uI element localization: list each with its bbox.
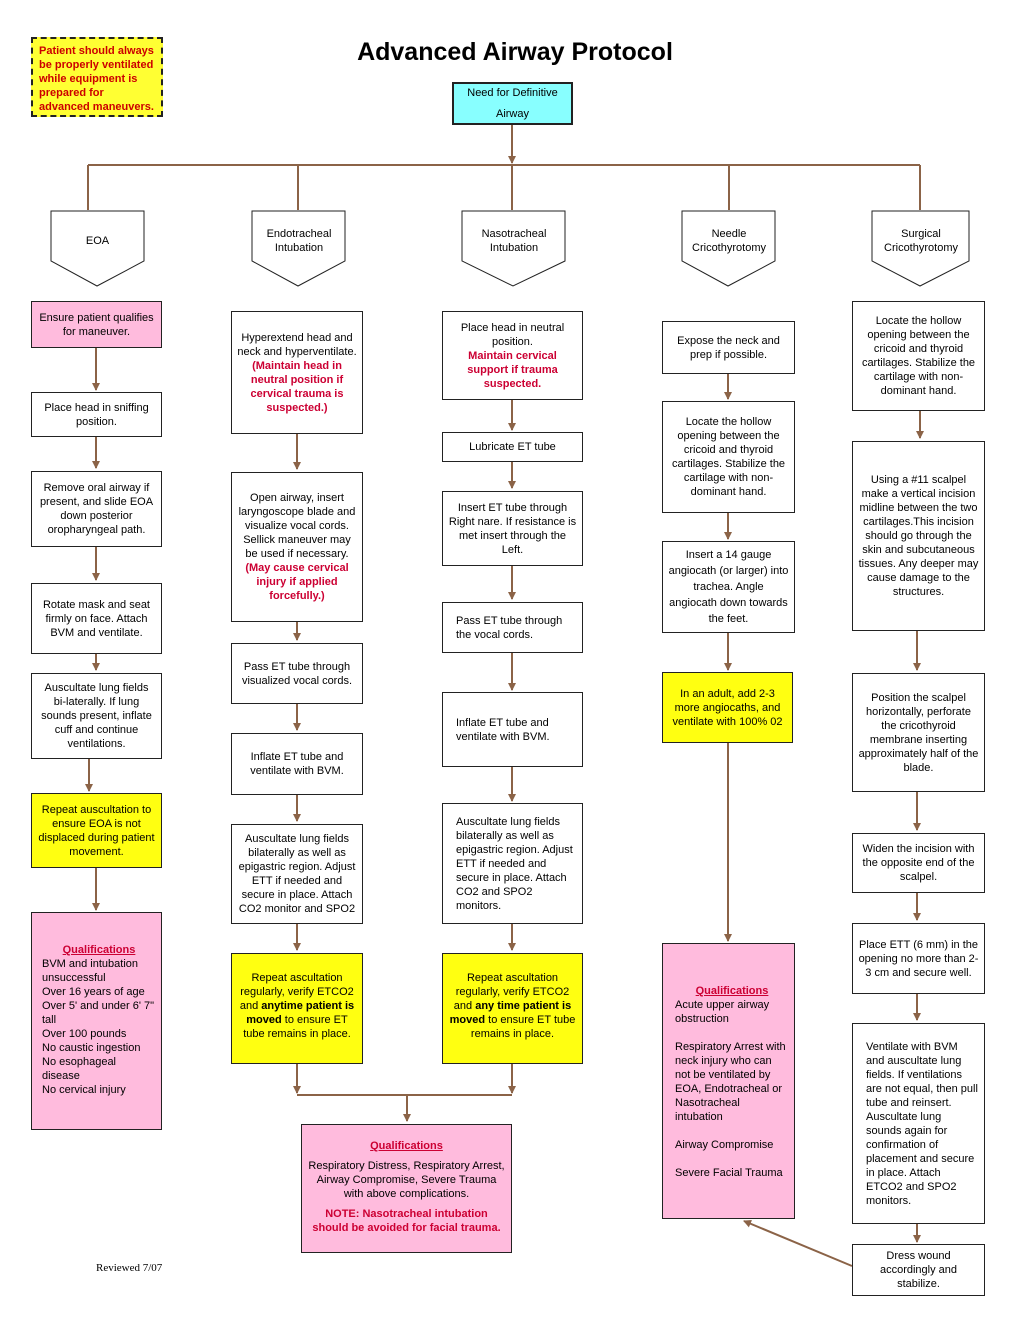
reviewed-date: Reviewed 7/07	[96, 1262, 163, 1274]
nasotracheal-step-4: Pass ET tube through the vocal cords.	[442, 602, 583, 653]
eoa-qualifications-heading: Qualifications	[62, 944, 136, 956]
eoa-qualification-item: No esophageal disease	[42, 1056, 117, 1082]
nasotracheal-step-1-warning: Maintain cervical support if trauma susp…	[467, 349, 558, 390]
header-nasotracheal-shape	[461, 210, 566, 287]
nasotracheal-step-5: Inflate ET tube and ventilate with BVM.	[442, 692, 583, 767]
ventilation-warning-note: Patient should always be properly ventil…	[31, 37, 163, 117]
needle-step-2: Locate the hollow opening between the cr…	[662, 401, 795, 513]
start-node: Need for Definitive Airway	[452, 82, 573, 125]
needle-qualifications-heading: Qualifications	[695, 985, 769, 997]
eoa-qualification-item: Over 100 pounds	[42, 1028, 127, 1040]
header-needle-shape	[681, 210, 776, 287]
intubation-qualifications-note: NOTE: Nasotracheal intubation should be …	[312, 1208, 501, 1234]
page-title: Advanced Airway Protocol	[357, 38, 673, 66]
surgical-step-4: Widen the incision with the opposite end…	[852, 833, 985, 893]
nasotracheal-step-1-text: Place head in neutral position.	[460, 321, 565, 348]
needle-qualification-item: Respiratory Arrest with neck injury who …	[675, 1041, 786, 1123]
eoa-step-3: Remove oral airway if present, and slide…	[31, 471, 162, 547]
nasotracheal-step-3: Insert ET tube through Right nare. If re…	[442, 491, 583, 566]
needle-step-4: In an adult, add 2-3 more angiocaths, an…	[662, 672, 793, 743]
surgical-step-7: Dress wound accordingly and stabilize.	[852, 1244, 985, 1296]
needle-step-1: Expose the neck and prep if possible.	[662, 321, 795, 374]
eoa-qualification-item: No caustic ingestion	[42, 1042, 141, 1054]
endotracheal-repeat-part-a: Repeat ascultation regularly, verify ETC…	[239, 972, 354, 1012]
header-endotracheal-label: Endotracheal Intubation	[266, 228, 332, 254]
endotracheal-repeat-part-c: to ensure ET tube remains in place.	[243, 1014, 351, 1040]
eoa-qualifications: Qualifications BVM and intubation unsucc…	[31, 912, 162, 1130]
endotracheal-step-2: Open airway, insert laryngoscope blade a…	[231, 472, 363, 622]
header-needle-label: Needle Cricothyrotomy	[692, 228, 766, 254]
endotracheal-step-1-warning: (Maintain head in neutral position if ce…	[250, 359, 344, 414]
eoa-step-6: Repeat auscultation to ensure EOA is not…	[31, 793, 162, 868]
surgical-step-1: Locate the hollow opening between the cr…	[852, 301, 985, 411]
endotracheal-step-1: Hyperextend head and neck and hyperventi…	[231, 311, 363, 434]
header-nasotracheal-label: Nasotracheal Intubation	[481, 228, 547, 254]
nasotracheal-step-1: Place head in neutral position. Maintain…	[442, 311, 583, 400]
nasotracheal-repeat-part-a: Repeat ascultation regularly, verify ETC…	[453, 972, 570, 1012]
eoa-qualification-item: No cervical injury	[42, 1084, 126, 1096]
eoa-step-2: Place head in sniffing position.	[31, 392, 162, 437]
eoa-qualification-item: Over 5' and under 6' 7" tall	[42, 1000, 155, 1026]
header-eoa-shape	[50, 210, 145, 287]
endotracheal-step-2-warning: (May cause cervical injury if applied fo…	[245, 562, 349, 602]
eoa-qualification-item: BVM and intubation unsuccessful	[42, 958, 139, 984]
header-surgical-label: Surgical Cricothyrotomy	[884, 228, 958, 254]
surgical-step-6: Ventilate with BVM and auscultate lung f…	[852, 1023, 985, 1224]
eoa-step-1: Ensure patient qualifies for maneuver.	[31, 301, 162, 348]
needle-qualification-item: Airway Compromise	[675, 1139, 774, 1151]
endotracheal-repeat-emphasis: anytime patient is moved	[246, 1000, 355, 1026]
endotracheal-step-4: Inflate ET tube and ventilate with BVM.	[231, 733, 363, 795]
arrow-to-needle-qualifications	[743, 1220, 853, 1267]
intubation-qualifications-heading: Qualifications	[370, 1140, 443, 1152]
nasotracheal-step-6: Auscultate lung fields bilaterally as we…	[442, 803, 583, 924]
eoa-step-5: Auscultate lung fields bi-laterally. If …	[31, 673, 162, 759]
nasotracheal-repeat: Repeat ascultation regularly, verify ETC…	[442, 953, 583, 1064]
surgical-step-5: Place ETT (6 mm) in the opening no more …	[852, 923, 985, 994]
needle-qualification-item: Acute upper airway obstruction	[675, 999, 770, 1025]
nasotracheal-step-2: Lubricate ET tube	[442, 432, 583, 462]
header-surgical-shape	[871, 210, 970, 287]
header-endotracheal-shape	[251, 210, 346, 287]
surgical-step-2: Using a #11 scalpel make a vertical inci…	[852, 441, 985, 631]
endotracheal-step-5: Auscultate lung fields bilaterally as we…	[231, 824, 363, 924]
endotracheal-step-2-text: Open airway, insert laryngoscope blade a…	[238, 492, 356, 560]
needle-qualifications: Qualifications Acute upper airway obstru…	[662, 943, 795, 1219]
eoa-step-4: Rotate mask and seat firmly on face. Att…	[31, 583, 162, 654]
intubation-qualifications-text: Respiratory Distress, Respiratory Arrest…	[308, 1160, 505, 1200]
nasotracheal-repeat-part-c: to ensure ET tube remains in place.	[470, 1014, 576, 1040]
intubation-qualifications: Qualifications Respiratory Distress, Res…	[301, 1124, 512, 1253]
needle-qualification-item: Severe Facial Trauma	[675, 1167, 783, 1179]
endotracheal-step-3: Pass ET tube through visualized vocal co…	[231, 643, 363, 704]
header-eoa-label: EOA	[85, 235, 110, 247]
needle-step-3: Insert a 14 gauge angiocath (or larger) …	[662, 541, 795, 633]
surgical-step-3: Position the scalpel horizontally, perfo…	[852, 673, 985, 792]
nasotracheal-repeat-emphasis: any time patient is moved	[449, 1000, 572, 1026]
endotracheal-step-1-text: Hyperextend head and neck and hyperventi…	[237, 331, 357, 358]
eoa-qualification-item: Over 16 years of age	[42, 986, 145, 998]
endotracheal-repeat: Repeat ascultation regularly, verify ETC…	[231, 953, 363, 1064]
